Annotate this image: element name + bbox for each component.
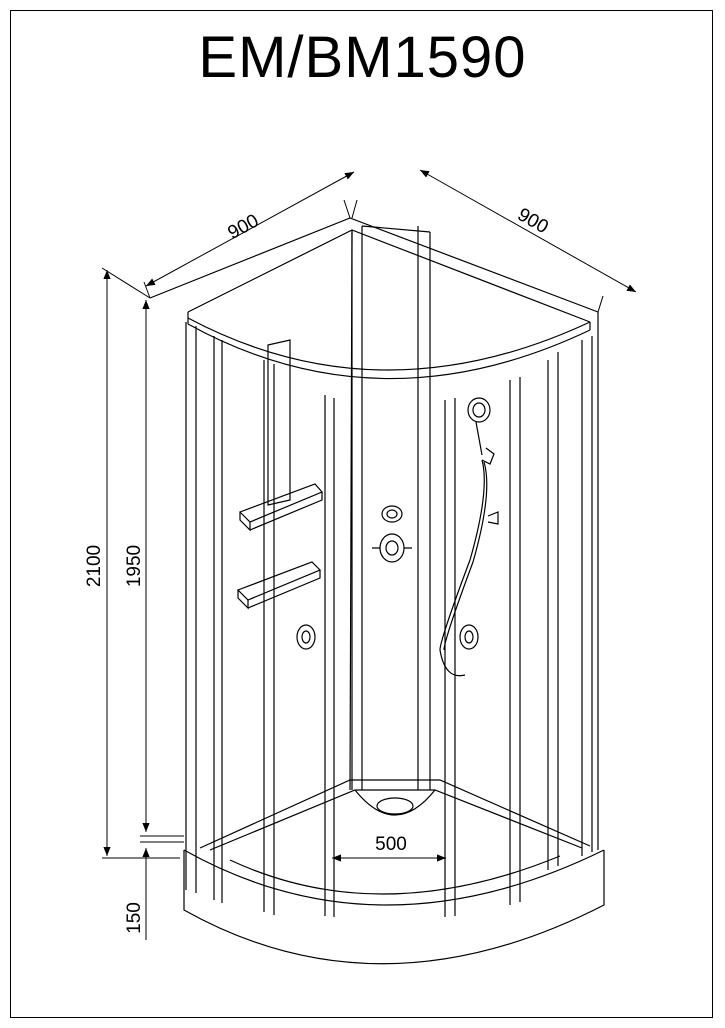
dim-label-width-left: 900 <box>224 210 262 243</box>
side-knob-right <box>459 624 479 650</box>
model-title: EM/BM1590 <box>198 25 527 90</box>
mixer-upper <box>381 505 403 523</box>
dim-label-height-cabin: 1950 <box>124 545 145 587</box>
roof-frame <box>149 217 599 380</box>
shower-hose-inner <box>443 461 488 651</box>
dim-label-drain: 500 <box>375 834 407 855</box>
back-wall-panel <box>267 339 291 506</box>
dim-label-height-total: 2100 <box>84 545 105 587</box>
dim-line-width-left <box>145 171 355 287</box>
tray <box>183 779 605 965</box>
dim-ext-line <box>343 199 351 219</box>
right-posts <box>547 312 599 870</box>
corner-shelf-upper <box>238 483 324 532</box>
dim-line-width-right <box>419 169 637 293</box>
dim-ext-line <box>597 295 604 313</box>
side-knob-left <box>296 624 316 650</box>
door-posts <box>324 377 521 917</box>
dim-label-width-right: 900 <box>514 204 552 238</box>
dim-label-height-tray: 150 <box>124 902 145 934</box>
shower-head <box>467 397 495 465</box>
dim-ext-line <box>143 281 151 299</box>
mixer-lower <box>372 533 412 563</box>
hose-holder <box>487 511 499 525</box>
back-column <box>351 225 431 790</box>
drawing-frame <box>10 10 713 1018</box>
dim-ext-line <box>351 199 358 219</box>
dim-ext-line <box>101 267 151 299</box>
back-wall-left-edge <box>349 229 353 791</box>
shower-hose <box>439 459 485 677</box>
left-posts <box>185 322 275 915</box>
corner-shelf-lower <box>236 561 322 610</box>
